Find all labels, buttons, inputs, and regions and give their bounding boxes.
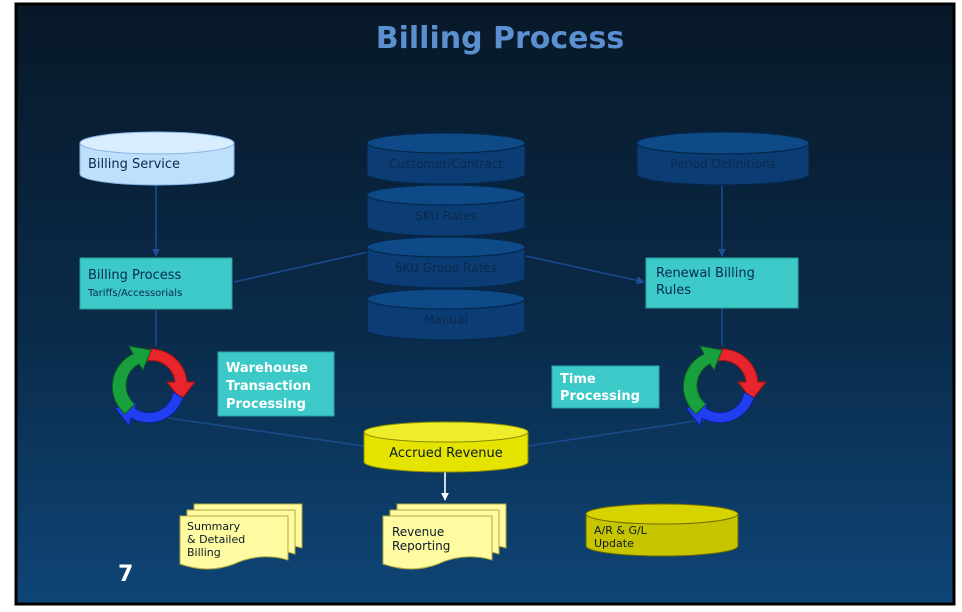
billing-service-label: Billing Service	[88, 157, 180, 172]
connectors	[152, 184, 726, 447]
customer-contract-cylinder: Customer/Contract	[366, 132, 526, 185]
warehouse-label-line1: Warehouse	[226, 361, 308, 376]
accrued-revenue-label: Accrued Revenue	[389, 446, 503, 461]
time-processing-label-line1: Time	[560, 372, 596, 387]
period-definitions-label: Period Definitions	[670, 157, 776, 171]
summary-billing-line1: Summary	[187, 520, 241, 533]
summary-detailed-billing-documents: Summary & Detailed Billing	[179, 503, 303, 570]
left-cycle-arrows-icon	[111, 345, 197, 428]
sku-group-rates-label: SKU Group Rates	[395, 261, 497, 275]
connector-right-cycle-to-accrued	[527, 417, 717, 447]
connector-process-to-rates	[233, 251, 369, 283]
billing-process-box: Billing Process Tariffs/Accessorials	[79, 257, 233, 310]
accrued-revenue-cylinder: Accrued Revenue	[363, 421, 529, 473]
ar-gl-update-line2: Update	[594, 537, 634, 550]
warehouse-transaction-processing-box: Warehouse Transaction Processing	[217, 351, 335, 417]
slide-title: Billing Process	[376, 21, 625, 56]
period-definitions-cylinder: Period Definitions	[636, 131, 810, 186]
revenue-reporting-line1: Revenue	[392, 525, 444, 539]
renewal-billing-label-line2: Rules	[656, 283, 691, 298]
renewal-billing-label-line1: Renewal Billing	[656, 266, 755, 281]
sku-rates-label: SKU Rates	[415, 209, 477, 223]
manual-cylinder: Manual	[366, 288, 526, 341]
summary-billing-line3: Billing	[187, 546, 221, 559]
customer-contract-label: Customer/Contract	[389, 157, 503, 171]
connector-rates-to-renewal	[525, 255, 645, 285]
sku-rates-cylinder: SKU Rates	[366, 184, 526, 237]
billing-process-label: Billing Process	[88, 268, 182, 283]
time-processing-box: Time Processing	[551, 365, 660, 409]
warehouse-label-line2: Transaction	[226, 379, 311, 394]
manual-label: Manual	[424, 313, 468, 327]
warehouse-label-line3: Processing	[226, 397, 306, 412]
right-cycle-arrows-icon	[682, 345, 768, 428]
billing-service-cylinder: Billing Service	[79, 131, 235, 186]
ar-gl-update-cylinder: A/R & G/L Update	[585, 503, 739, 557]
database-stack: Customer/Contract SKU Rates SKU Group Ra…	[366, 132, 526, 341]
billing-process-sublabel: Tariffs/Accessorials	[87, 288, 182, 299]
time-processing-label-line2: Processing	[560, 389, 640, 404]
ar-gl-update-line1: A/R & G/L	[594, 524, 648, 537]
revenue-reporting-line2: Reporting	[392, 539, 450, 553]
revenue-reporting-documents: Revenue Reporting	[382, 503, 507, 570]
renewal-billing-rules-box: Renewal Billing Rules	[645, 257, 799, 309]
sku-group-rates-cylinder: SKU Group Rates	[366, 236, 526, 289]
connector-left-cycle-to-accrued	[167, 417, 365, 447]
summary-billing-line2: & Detailed	[187, 533, 245, 546]
page-number: 7	[118, 562, 133, 587]
